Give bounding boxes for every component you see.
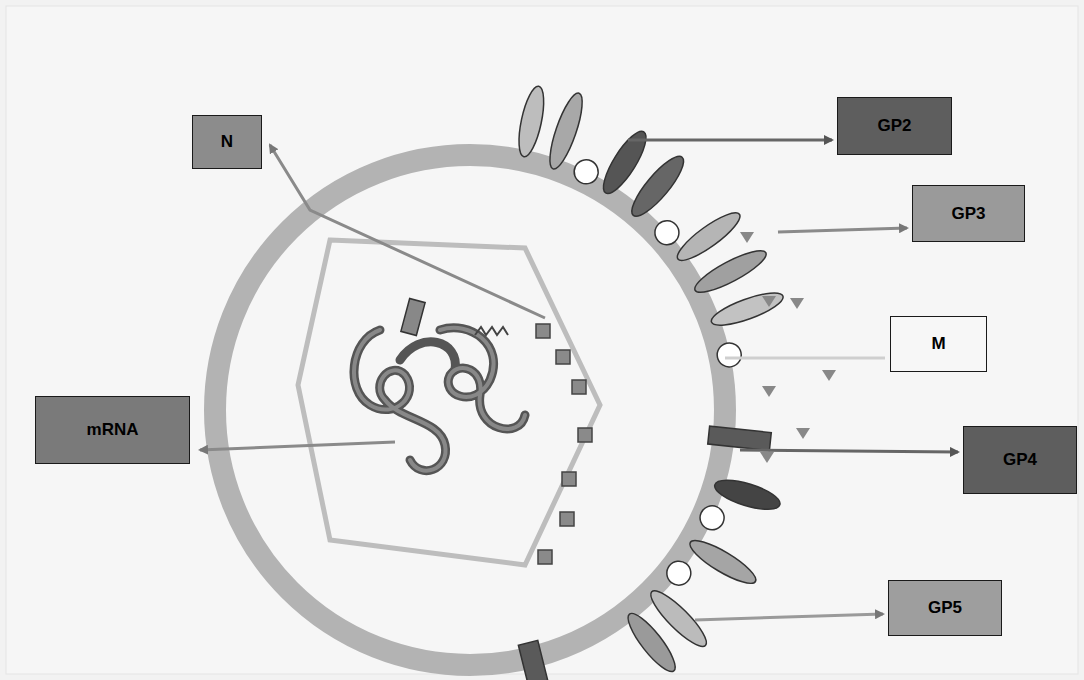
protein-label: GP5 (928, 598, 962, 618)
label-box: N (192, 115, 262, 169)
protein-label: M (931, 334, 945, 354)
protein-label: GP4 (1003, 450, 1037, 470)
protein-label: GP2 (877, 116, 911, 136)
label-box: mRNA (35, 396, 190, 464)
protein-label: GP3 (951, 204, 985, 224)
label-box: GP3 (912, 185, 1025, 242)
label-box: M (890, 316, 987, 372)
label-box: GP4 (963, 426, 1077, 494)
protein-label: N (221, 132, 233, 152)
protein-label: mRNA (87, 420, 139, 440)
label-box: GP2 (837, 97, 952, 155)
label-box: GP5 (888, 580, 1002, 636)
